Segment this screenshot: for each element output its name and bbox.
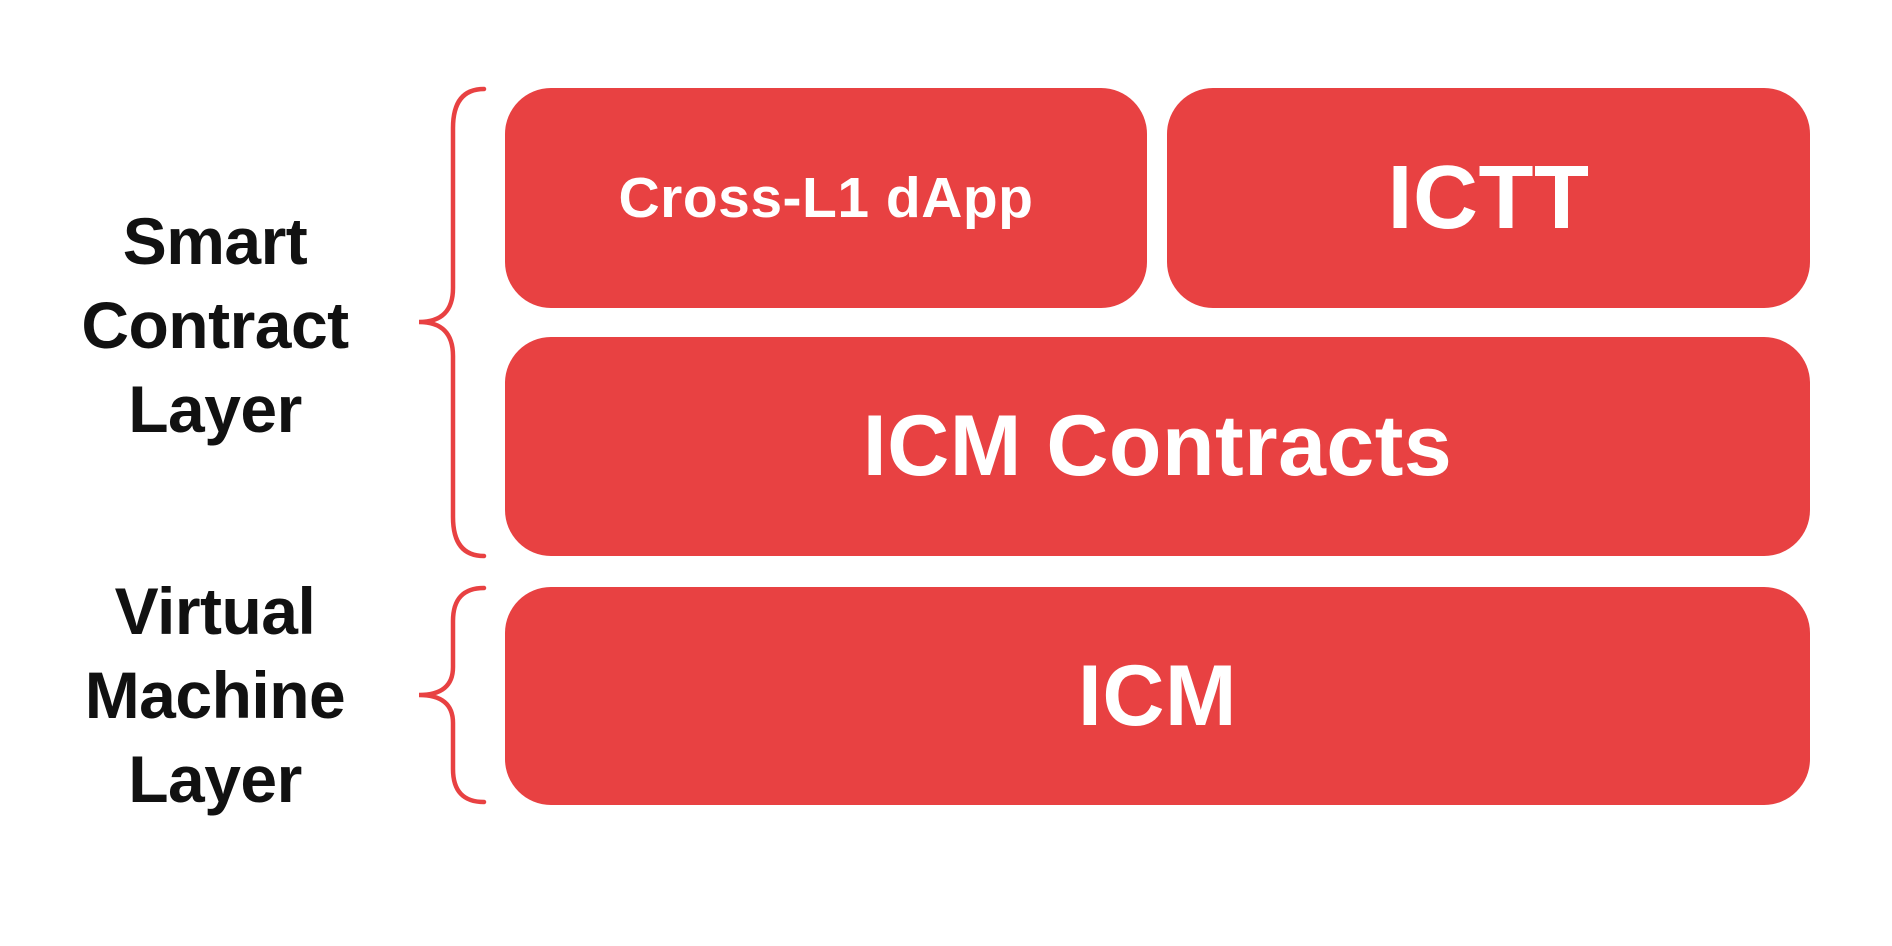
block-ictt-label: ICTT (1387, 147, 1590, 248)
smart-contract-layer-label-line-3: Layer (128, 372, 302, 446)
virtual-machine-layer-label-line-2: Machine (84, 658, 346, 732)
block-icm-contracts: ICM Contracts (505, 337, 1810, 556)
block-cross-l1-dapp-label: Cross-L1 dApp (618, 166, 1034, 230)
virtual-machine-layer-label-line-3: Layer (128, 742, 302, 816)
virtual-machine-layer-label: Virtual Machine Layer (0, 569, 430, 821)
block-cross-l1-dapp: Cross-L1 dApp (505, 88, 1147, 308)
smart-contract-layer-label: Smart Contract Layer (0, 199, 430, 451)
block-ictt: ICTT (1167, 88, 1810, 308)
virtual-machine-layer-label-line-1: Virtual (114, 574, 316, 648)
smart-contract-layer-brace-icon (414, 86, 488, 559)
smart-contract-layer-label-line-1: Smart (122, 204, 308, 278)
block-icm-label: ICM (1077, 647, 1238, 744)
virtual-machine-layer-brace-icon (414, 585, 488, 805)
block-icm-contracts-label: ICM Contracts (862, 398, 1453, 494)
smart-contract-layer-label-line-2: Contract (81, 288, 349, 362)
block-icm: ICM (505, 587, 1810, 805)
